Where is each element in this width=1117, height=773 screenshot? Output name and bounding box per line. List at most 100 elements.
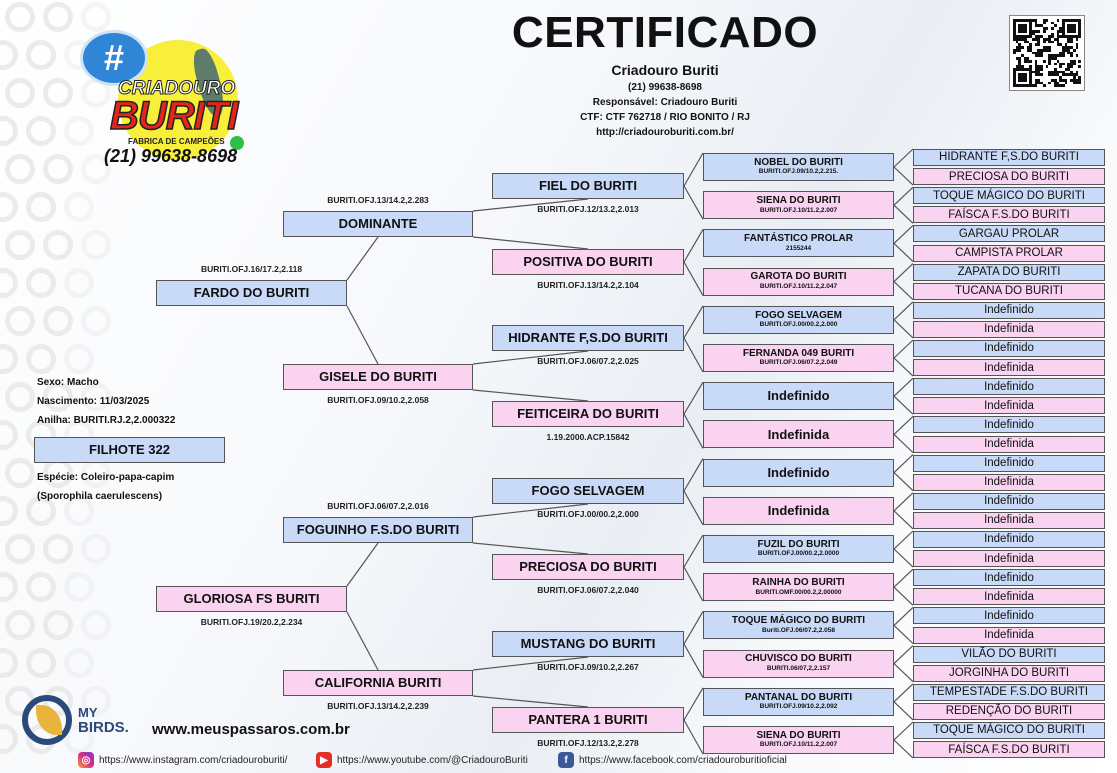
watermark-circle bbox=[5, 534, 35, 564]
ancestor-name: FIEL DO BURITI bbox=[539, 178, 637, 194]
connector-line bbox=[893, 721, 914, 741]
watermark-circle bbox=[0, 40, 18, 70]
watermark-circle bbox=[43, 78, 73, 108]
dam-box-gen3: PRECIOSA DO BURITI bbox=[492, 554, 684, 580]
ancestor-name: NOBEL DO BURITI bbox=[754, 156, 843, 168]
watermark-circle bbox=[5, 382, 35, 412]
ancestor-name: TOQUE MÁGICO DO BURITI bbox=[933, 724, 1085, 737]
dam-box-gen5: Indefinida bbox=[913, 397, 1105, 415]
bird-species: Espécie: Coleiro-papa-capim bbox=[37, 472, 175, 483]
ancestor-name: SIENA DO BURITI bbox=[756, 729, 841, 741]
sire-box-gen3: HIDRANTE F,S.DO BURITI bbox=[492, 325, 684, 351]
connector-line bbox=[472, 695, 589, 708]
sire-box-gen5: HIDRANTE F,S.DO BURITI bbox=[913, 149, 1105, 166]
connector-line bbox=[472, 198, 589, 212]
connector-line bbox=[472, 542, 589, 555]
connector-line bbox=[683, 611, 704, 645]
watermark-circle bbox=[0, 192, 18, 222]
watermark-circle bbox=[43, 610, 73, 640]
connector-line bbox=[683, 305, 704, 339]
watermark-circle bbox=[26, 40, 56, 70]
ancestor-name: FUZIL DO BURITI bbox=[757, 538, 840, 550]
ancestor-ring-code: 1.19.2000.ACP.15842 bbox=[546, 432, 630, 442]
dam-box-gen2: CALIFORNIA BURITI bbox=[283, 670, 473, 696]
ancestor-name: Indefinida bbox=[984, 628, 1034, 641]
ancestor-name: Indefinida bbox=[984, 590, 1034, 603]
dam-box-gen5: TUCANA DO BURITI bbox=[913, 282, 1105, 300]
instagram-link[interactable]: ◎https://www.instagram.com/criadouroburi… bbox=[78, 752, 287, 768]
ancestor-name: Indefinido bbox=[984, 609, 1034, 622]
connector-line bbox=[472, 236, 589, 250]
connector-line bbox=[893, 472, 914, 492]
ancestor-ring-code: BURITI.OFJ.12/13.2,2.013 bbox=[537, 204, 639, 214]
logo-line1: CRIADOURO bbox=[117, 78, 236, 100]
ancestor-name: Indefinido bbox=[984, 457, 1034, 470]
ancestor-ring-code: BURITI.06/07,2,2.157 bbox=[766, 664, 831, 672]
connector-line bbox=[683, 413, 704, 449]
ancestor-name: TUCANA DO BURITI bbox=[955, 285, 1063, 298]
ancestor-ring-code: BURITI.OFJ.09/10.2,2.058 bbox=[327, 395, 429, 405]
ancestor-name: Indefinido bbox=[984, 571, 1034, 584]
watermark-circle bbox=[0, 116, 18, 146]
ancestor-name: MUSTANG DO BURITI bbox=[520, 636, 656, 652]
dam-box-gen4: Indefinida bbox=[703, 420, 894, 449]
dam-box-gen5: PRECIOSA DO BURITI bbox=[913, 168, 1105, 186]
ancestor-ring-code: BURITI.OFJ.09/10.2,2.267 bbox=[537, 662, 639, 672]
ancestor-name: RAINHA DO BURITI bbox=[752, 577, 845, 589]
ancestor-name: PANTERA 1 BURITI bbox=[528, 712, 648, 728]
sire-box-gen4: Indefinido bbox=[703, 458, 894, 487]
dam-box-gen5: Indefinida bbox=[913, 435, 1105, 453]
sire-box-gen5: Indefinido bbox=[913, 454, 1105, 472]
dam-box-gen5: FAÍSCA F.S.DO BURITI bbox=[913, 206, 1105, 224]
connector-line bbox=[346, 305, 379, 365]
mybirds-my: MY bbox=[78, 705, 98, 720]
mybirds-logo bbox=[22, 695, 72, 745]
bird-name-box: FILHOTE 322 bbox=[34, 437, 225, 463]
watermark-circle bbox=[64, 648, 94, 678]
ancestor-name: VILÃO DO BURITI bbox=[961, 648, 1057, 661]
ancestor-name: GISELE DO BURITI bbox=[319, 369, 437, 385]
connector-line bbox=[893, 624, 914, 644]
watermark-circle bbox=[64, 572, 94, 602]
ancestor-name: FAÍSCA F.S.DO BURITI bbox=[948, 208, 1070, 221]
sire-box-gen2: DOMINANTE bbox=[283, 211, 473, 237]
ancestor-name: Indefinido bbox=[984, 533, 1034, 546]
connector-line bbox=[893, 701, 914, 721]
watermark-circle bbox=[5, 306, 35, 336]
connector-line bbox=[893, 186, 914, 206]
ancestor-name: FANTÁSTICO PROLAR bbox=[744, 233, 853, 245]
watermark-circle bbox=[26, 572, 56, 602]
whatsapp-icon bbox=[230, 136, 244, 150]
ancestor-name: GARGAU PROLAR bbox=[958, 227, 1060, 240]
sire-box-gen3: MUSTANG DO BURITI bbox=[492, 631, 684, 657]
watermark-circle bbox=[26, 192, 56, 222]
connector-line bbox=[683, 261, 704, 296]
facebook-url: https://www.facebook.com/criadouroburiti… bbox=[579, 754, 787, 766]
mybirds-website[interactable]: www.meuspassaros.com.br bbox=[152, 721, 350, 738]
sire-box-gen5: TEMPESTADE F.S.DO BURITI bbox=[913, 683, 1105, 701]
ancestor-name: PRECIOSA DO BURITI bbox=[519, 559, 657, 575]
sire-box-gen5: GARGAU PROLAR bbox=[913, 225, 1105, 243]
sire-box-gen5: VILÃO DO BURITI bbox=[913, 645, 1105, 663]
ancestor-name: Indefinida bbox=[984, 476, 1034, 489]
watermark-circle bbox=[81, 534, 111, 564]
dam-box-gen5: JORGINHA DO BURITI bbox=[913, 664, 1105, 682]
ancestor-ring-code: BURITI.OFJ.06/07.2,2.016 bbox=[327, 501, 429, 511]
connector-line bbox=[893, 568, 914, 588]
breeder-name: Criadouro Buriti bbox=[611, 62, 719, 78]
connector-line bbox=[893, 492, 914, 512]
ancestor-name: CALIFORNIA BURITI bbox=[314, 675, 442, 691]
ancestor-name: Indefinido bbox=[984, 342, 1034, 355]
youtube-link[interactable]: ▶https://www.youtube.com/@CriadouroBurit… bbox=[316, 752, 528, 768]
watermark-circle bbox=[0, 724, 18, 754]
watermark-circle bbox=[26, 648, 56, 678]
ancestor-ring-code: BURITI.OFJ.09/10.2,2.215. bbox=[758, 168, 839, 176]
dam-box-gen2: GISELE DO BURITI bbox=[283, 364, 473, 390]
watermark-circle bbox=[5, 2, 35, 32]
dam-box-gen5: Indefinida bbox=[913, 473, 1105, 491]
